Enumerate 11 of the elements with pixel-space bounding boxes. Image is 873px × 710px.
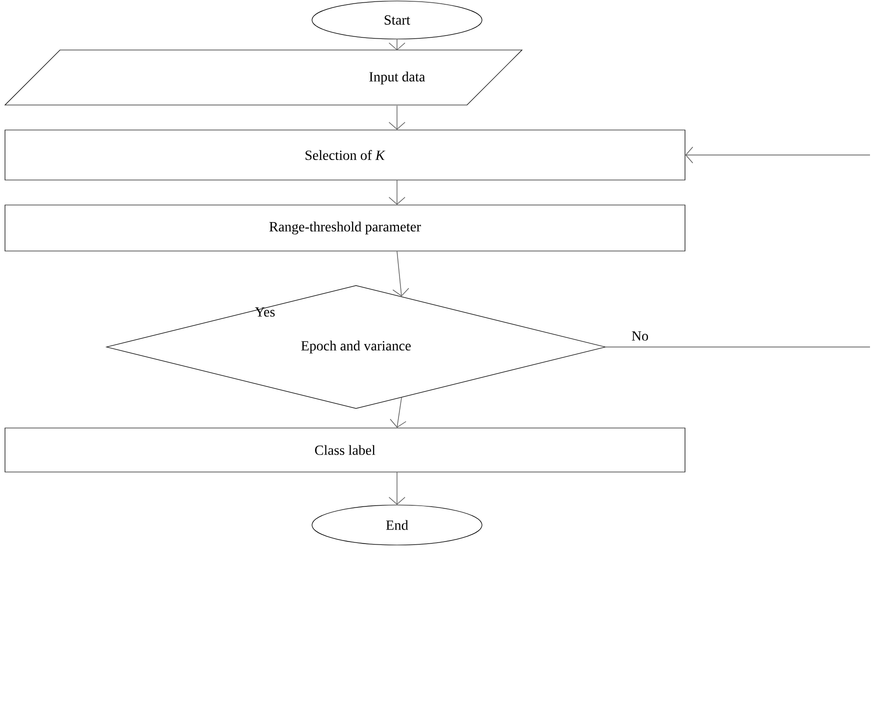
process-box: Class label (4, 428, 686, 472)
arrow (685, 146, 870, 164)
process-box: Selection of K (4, 130, 686, 180)
arrow (388, 472, 406, 505)
branch-label: Yes (254, 307, 275, 317)
process-box: Range-threshold parameter (4, 204, 686, 252)
edge-label: No (630, 330, 650, 342)
arrow (392, 250, 410, 296)
arrow (388, 105, 406, 130)
arrow (388, 180, 406, 205)
arrow (390, 397, 406, 428)
